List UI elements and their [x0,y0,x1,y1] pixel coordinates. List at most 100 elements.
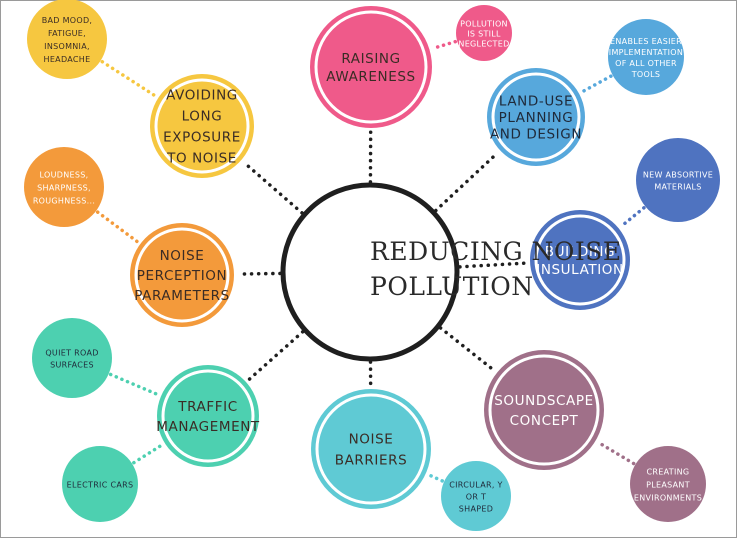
note-connector-loudness [95,210,140,244]
topic-noise-barriers-line-1: NOISE [349,432,394,448]
topic-building-insulation: BUILDING INSULATION [530,210,630,310]
topic-avoiding-exposure-line-2: LONG [182,109,223,125]
topic-noise-perception-line-2: PERCEPTION [137,268,227,284]
note-barrier-shapes-line-1: CIRCULAR, Y [449,481,503,490]
topic-ring [161,369,255,463]
note-loudness-line-2: SHARPNESS, [37,184,91,193]
note-easier-implementation-line-1: ENABLES EASIER [610,37,682,46]
center-node: REDUCING NOISE POLLUTION [280,182,621,362]
note-quiet-road-line-2: SURFACES [50,361,94,370]
topic-circle [130,223,234,327]
topic-land-use-line-3: AND DESIGN [490,127,582,143]
topic-noise-perception-line-1: NOISE [160,248,205,264]
note-connector-easier-implementation [579,74,613,94]
note-easier-implementation-line-3: OF ALL OTHER [615,59,677,68]
note-loudness-line-1: LOUDNESS, [40,171,89,180]
note-circle [24,147,104,227]
connector-building-insulation [458,261,528,269]
topic-ring [534,214,626,306]
note-quiet-road: QUIET ROAD SURFACES [32,318,112,398]
topic-circle [157,365,259,467]
note-circle [62,446,138,522]
topic-avoiding-exposure-line-1: AVOIDING [166,88,238,104]
topic-ring [154,78,250,174]
topic-noise-barriers: NOISE BARRIERS [311,389,431,509]
topic-noise-barriers-line-2: BARRIERS [335,453,408,469]
note-loudness-line-3: ROUGHNESS... [33,197,95,206]
topic-traffic-management: TRAFFIC MANAGEMENT [156,365,260,467]
center-circle [280,182,460,362]
note-absorptive-materials-line-2: MATERIALS [654,183,701,192]
topic-ring [314,10,428,124]
note-connector-electric-cars [132,443,165,465]
topic-soundscape-line-2: CONCEPT [510,413,579,429]
center-title-line-2: POLLUTION [370,272,534,301]
note-connector-barrier-shapes [426,472,444,483]
note-connector-quiet-road [108,372,161,397]
note-loudness: LOUDNESS, SHARPNESS, ROUGHNESS... [24,147,104,227]
note-pleasant-environments-line-2: PLEASANT [646,481,690,490]
note-connector-bad-mood [100,60,158,98]
topic-raising-awareness-line-1: RAISING [341,51,400,67]
note-easier-implementation: ENABLES EASIER IMPLEMENTATION OF ALL OTHER… [608,19,684,95]
note-circle [27,0,107,79]
note-bad-mood: BAD MOOD, FATIGUE, INSOMNIA, HEADACHE [27,0,107,79]
note-bad-mood-line-4: HEADACHE [44,55,91,64]
topic-circle [311,389,431,509]
note-electric-cars: ELECTRIC CARS [62,446,138,522]
topic-avoiding-exposure-line-3: EXPOSURE [163,130,241,146]
topic-circle [310,6,432,128]
connectors [95,39,646,483]
topic-ring [488,354,600,466]
topic-building-insulation-line-2: INSULATION [536,262,624,278]
topic-building-insulation-line-1: BUILDING [545,244,615,260]
note-still-neglected-line-3: NEGLECTED [458,40,509,49]
topic-land-use-line-2: PLANNING [499,110,574,126]
note-bad-mood-line-3: INSOMNIA, [44,42,90,51]
connector-soundscape [438,326,496,372]
note-circle [608,19,684,95]
note-easier-implementation-line-2: IMPLEMENTATION [609,48,683,57]
note-connector-still-neglected [430,39,458,51]
topic-noise-perception-line-3: PARAMETERS [134,288,229,304]
topic-circle [487,68,585,166]
topic-ring [491,72,581,162]
topic-traffic-management-line-2: MANAGEMENT [156,419,260,435]
note-still-neglected-line-1: POLLUTION [460,20,508,29]
note-bad-mood-line-2: FATIGUE, [48,29,86,38]
note-connector-pleasant-environments [596,440,636,466]
topic-circle [150,74,254,178]
topic-raising-awareness-line-2: AWARENESS [326,69,415,85]
connector-traffic-management [247,330,305,382]
topic-traffic-management-line-1: TRAFFIC [177,399,237,415]
topic-circle [484,350,604,470]
note-circle [456,5,512,61]
note-quiet-road-line-1: QUIET ROAD [45,349,98,358]
connector-land-use [434,151,500,213]
note-connector-absorptive-materials [619,206,646,229]
topic-land-use-line-1: LAND-USE [499,94,573,110]
note-easier-implementation-line-4: TOOLS [631,70,661,79]
topic-circle [530,210,630,310]
note-circle [636,138,720,222]
note-absorptive-materials: NEW ABSORTIVE MATERIALS [636,138,720,222]
note-absorptive-materials-line-1: NEW ABSORTIVE [643,171,713,180]
topic-avoiding-exposure: AVOIDING LONG EXPOSURE TO NOISE [150,74,254,178]
note-bad-mood-line-1: BAD MOOD, [42,16,93,25]
topic-ring [315,393,427,505]
topic-avoiding-exposure-line-4: TO NOISE [166,151,237,167]
topic-raising-awareness: RAISING AWARENESS [310,6,432,128]
note-still-neglected-line-2: IS STILL [467,30,501,39]
topic-ring [134,227,230,323]
note-circle [441,461,511,531]
connector-avoiding-exposure [242,160,304,215]
